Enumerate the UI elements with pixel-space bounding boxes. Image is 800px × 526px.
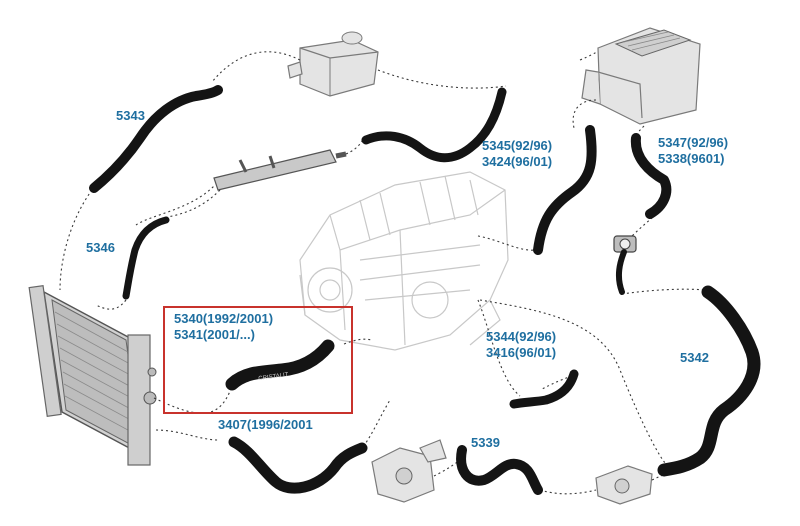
highlight-box	[163, 306, 353, 414]
hose-5345	[533, 125, 597, 255]
label-5347-5338: 5347(92/96) 5338(9601)	[658, 135, 728, 167]
hose-5340	[225, 339, 335, 391]
engine-block	[299, 171, 509, 351]
hose-5343	[89, 85, 223, 193]
label-3424: 3424(96/01)	[482, 154, 553, 169]
radiator	[28, 284, 157, 466]
hose-5346	[122, 216, 170, 300]
hose-group	[89, 85, 761, 495]
label-5346: 5346	[86, 240, 115, 255]
label-5340: 5340(1992/2001)	[174, 311, 274, 326]
hose-heater-valve	[615, 249, 627, 295]
label-5344-3416: 5344(92/96) 3416(96/01)	[486, 329, 556, 361]
label-5344: 5344(92/96)	[486, 329, 557, 344]
coolant-pipe	[213, 149, 347, 191]
label-5343: 5343	[116, 108, 145, 123]
hose-upper-connector	[361, 87, 507, 163]
thermostat-housing	[595, 465, 653, 505]
water-pump-housing	[371, 439, 447, 503]
expansion-tank	[287, 31, 379, 97]
heater-core-box	[581, 27, 701, 125]
label-5342: 5342	[680, 350, 709, 365]
hose-imprint-text: CRISTALIT	[258, 372, 289, 382]
label-5345-3424: 5345(92/96) 3424(96/01)	[482, 138, 552, 170]
label-5339: 5339	[471, 435, 500, 450]
hose-3407	[228, 436, 368, 494]
hose-5344	[509, 369, 579, 409]
label-5341: 5341(2001/...)	[174, 327, 255, 342]
hose-5339	[456, 445, 543, 495]
label-5345: 5345(92/96)	[482, 138, 553, 153]
label-5338: 5338(9601)	[658, 151, 725, 166]
hose-5347	[630, 133, 672, 219]
hose-5342	[657, 285, 761, 477]
label-3416: 3416(96/01)	[486, 345, 557, 360]
label-5347: 5347(92/96)	[658, 135, 729, 150]
label-5340-5341: 5340(1992/2001) 5341(2001/...)	[174, 311, 273, 343]
heater-valve	[613, 235, 637, 253]
label-3407: 3407(1996/2001	[218, 417, 313, 432]
